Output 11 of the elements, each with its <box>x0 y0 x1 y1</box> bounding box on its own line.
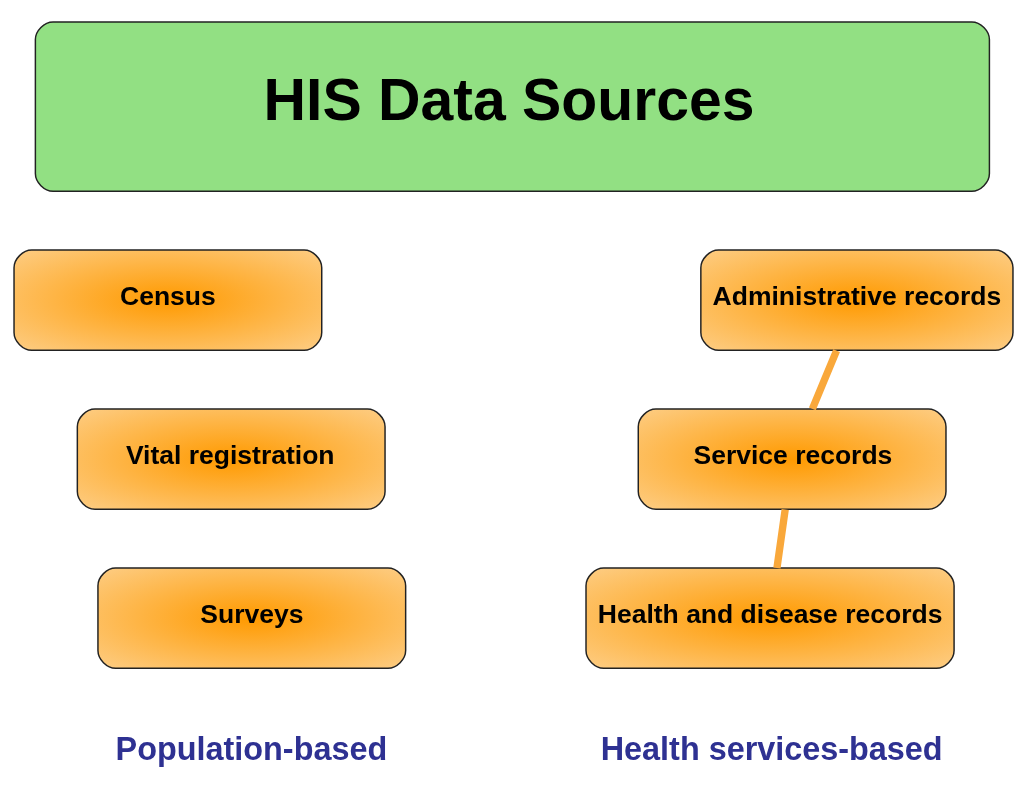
node-box: Service records <box>637 408 947 510</box>
connector <box>808 349 840 411</box>
node-box: Health and disease records <box>585 567 955 669</box>
node-box: Census <box>13 249 323 351</box>
connector <box>773 509 789 569</box>
node-box: Surveys <box>97 567 407 669</box>
label: Population-based <box>115 731 388 768</box>
node-box: Administrative records <box>700 249 1014 351</box>
node-box: HIS Data Sources <box>34 21 991 192</box>
node-box: Vital registration <box>76 408 386 510</box>
label: Health services-based <box>600 731 943 768</box>
